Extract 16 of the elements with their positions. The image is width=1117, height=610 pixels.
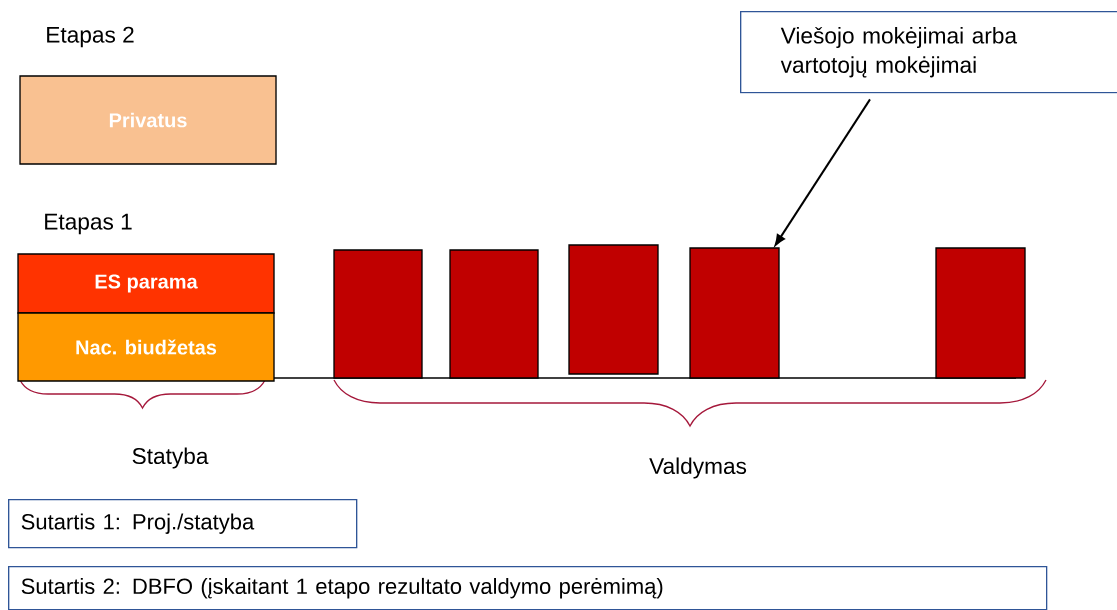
bar (333, 249, 423, 379)
stage-label: Etapas 2 (47, 26, 134, 48)
funding-box: ES parama (17, 253, 275, 314)
funding-box: Privatus (19, 75, 277, 165)
stage-label: Etapas 1 (45, 213, 132, 235)
bar (449, 249, 539, 379)
phase-label: Statyba (132, 447, 209, 469)
arrow (774, 98, 871, 246)
contract-box: Sutartis 1: Proj./statyba (8, 499, 358, 549)
phase-label: Valdymas (649, 457, 747, 479)
bar (568, 244, 659, 375)
callout-box: Viešojo mokėjimai arba vartotojų mokėjimai (740, 11, 1117, 94)
bar (935, 247, 1026, 379)
bar (689, 247, 780, 379)
funding-box: Nac. biudžetas (17, 312, 275, 382)
contract-box: Sutartis 2: DBFO (įskaitant 1 etapo rezultato valdymo perėmimą) (8, 566, 1048, 610)
